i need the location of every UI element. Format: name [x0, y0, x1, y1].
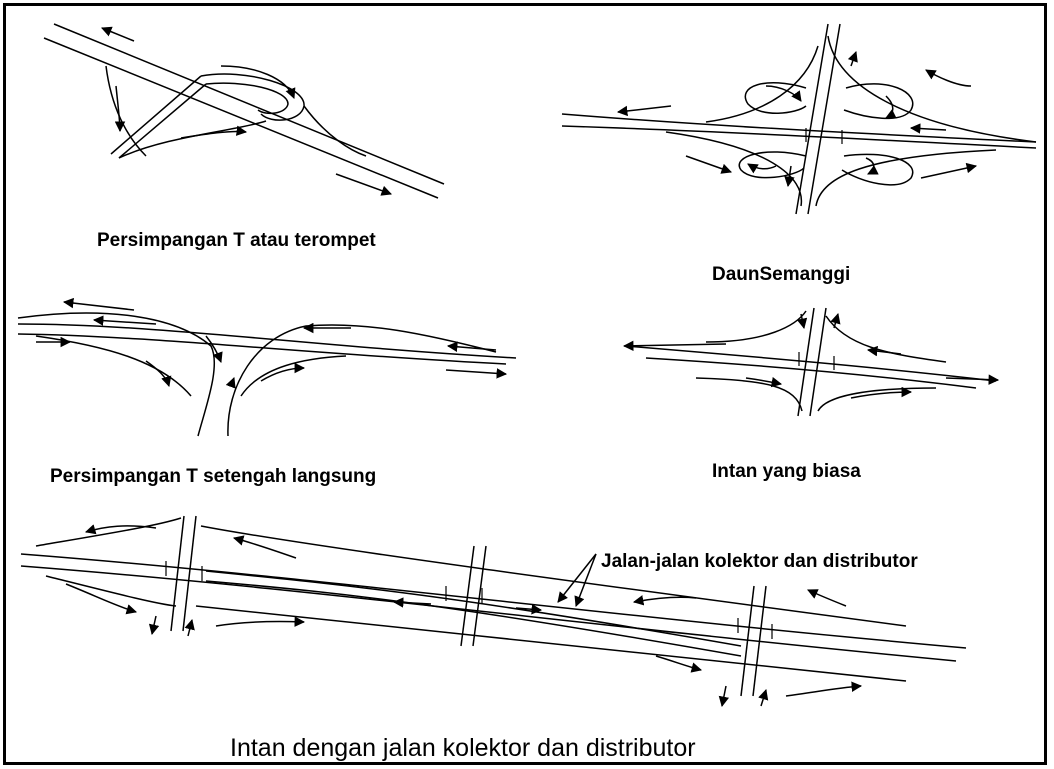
trumpet-interchange: [43, 23, 445, 199]
label-trumpet: Persimpangan T atau terompet: [97, 230, 376, 251]
label-diamond: Intan yang biasa: [712, 461, 861, 482]
diagram-frame: Persimpangan T atau terompet DaunSemangg…: [3, 3, 1047, 765]
label-cloverleaf: DaunSemanggi: [712, 264, 851, 285]
diamond-cd-interchange: [20, 515, 967, 708]
label-semi-direct: Persimpangan T setengah langsung: [50, 466, 377, 487]
interchange-diagrams: [17, 23, 1037, 708]
regular-diamond-interchange: [622, 307, 1000, 417]
label-collector-distributor: Jalan-jalan kolektor dan distributor: [601, 551, 918, 572]
label-diamond-cd: Intan dengan jalan kolektor dan distribu…: [230, 734, 696, 762]
semi-direct-t-interchange: [17, 297, 517, 437]
cloverleaf-interchange: [561, 23, 1037, 215]
